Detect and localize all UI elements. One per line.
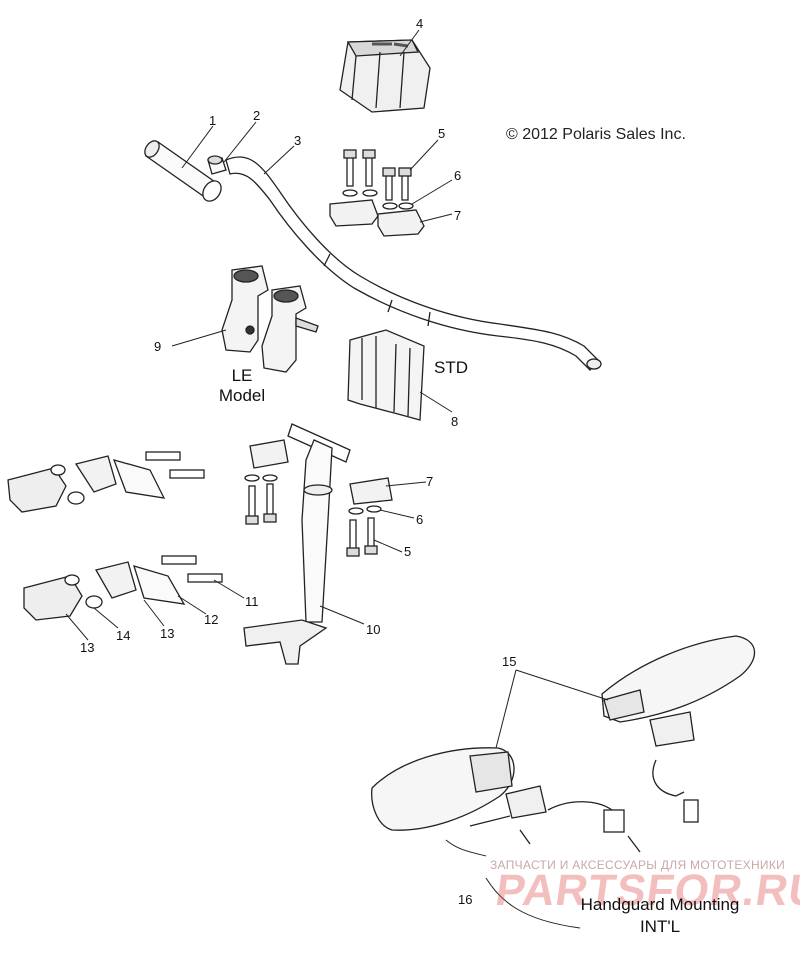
mount-assembly-upper xyxy=(7,451,205,513)
handlebar-pad-part xyxy=(339,39,431,113)
watermark-tagline: ЗАПЧАСТИ И АКСЕССУАРЫ ДЛЯ МОТОТЕХНИКИ xyxy=(490,858,786,872)
std-riser-part xyxy=(347,329,425,421)
callout-11: 11 xyxy=(245,594,259,609)
callout-6: 6 xyxy=(454,168,462,183)
handlebar-part xyxy=(225,156,602,371)
callout-7: 7 xyxy=(454,208,462,223)
callout-10: 10 xyxy=(366,622,381,637)
callout-2: 2 xyxy=(253,108,261,123)
bolt-set-mid xyxy=(244,439,393,557)
callout-13: 13 xyxy=(160,626,175,641)
callout-4: 4 xyxy=(416,16,424,31)
handguard-line2: INT'L xyxy=(639,917,681,936)
callout-7-repeat: 7 xyxy=(426,474,434,489)
steering-post-part xyxy=(243,423,351,665)
callout-16: 16 xyxy=(458,892,473,907)
handguard-mounting-label: Handguard Mounting INT'L xyxy=(560,894,760,938)
callout-6-repeat: 6 xyxy=(416,512,424,527)
callout-15: 15 xyxy=(502,654,517,669)
callout-8: 8 xyxy=(451,414,459,429)
copyright-notice: © 2012 Polaris Sales Inc. xyxy=(506,126,686,143)
bolt-set-top xyxy=(329,149,425,237)
handguard-left xyxy=(371,747,641,853)
callout-3: 3 xyxy=(294,133,302,148)
handguard-right xyxy=(601,635,756,823)
callout-9: 9 xyxy=(154,339,162,354)
mount-assembly-lower xyxy=(23,555,223,621)
callout-5: 5 xyxy=(438,126,446,141)
callout-12: 12 xyxy=(204,612,219,627)
std-label: STD xyxy=(434,358,468,377)
le-model-line2: Model xyxy=(218,386,266,405)
callout-1: 1 xyxy=(209,113,217,128)
callout-5-repeat: 5 xyxy=(404,544,412,559)
le-model-line1: LE xyxy=(231,366,253,385)
le-riser-part xyxy=(221,265,319,373)
sleeve-part xyxy=(207,155,227,175)
callout-14: 14 xyxy=(116,628,131,643)
le-model-label: LE Model xyxy=(214,366,270,406)
callout-13-repeat: 13 xyxy=(80,640,95,655)
handguard-line1: Handguard Mounting xyxy=(580,895,740,914)
grip-part xyxy=(144,140,222,202)
leader-lines xyxy=(65,29,609,929)
